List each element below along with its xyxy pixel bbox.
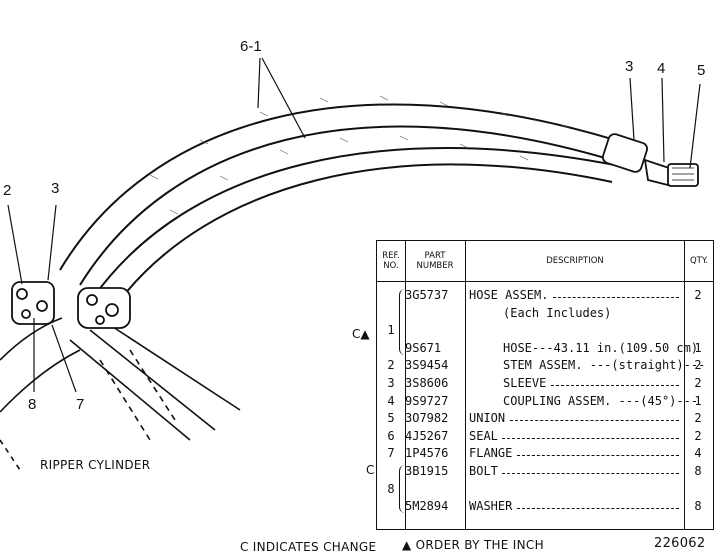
table-row: 8	[377, 481, 713, 498]
table-row: 3G5737 HOSE ASSEM. 2	[377, 287, 713, 304]
header-ref-line2: NO.	[383, 261, 399, 271]
qty-cell: 8	[694, 464, 702, 478]
part-number-cell: 9S9727	[405, 393, 449, 408]
header-desc-text: DESCRIPTION	[546, 256, 604, 266]
header-rule	[377, 281, 713, 282]
description-cell: WASHER	[469, 499, 513, 514]
callout-3-left: 3	[51, 180, 60, 197]
callout-8-left: 8	[28, 396, 37, 413]
description-cell: BOLT	[469, 464, 498, 478]
header-ref-no: REF. NO.	[377, 241, 405, 281]
hose-lines	[59, 103, 616, 301]
ripper-cylinder-drawing	[0, 317, 241, 471]
dot-leader	[502, 463, 679, 474]
drawing-number: 226062	[654, 536, 706, 551]
header-qty-text: QTY.	[689, 256, 709, 266]
description-cell: STEM ASSEM. ---(straight)---	[503, 358, 706, 373]
callout-7-left: 7	[76, 396, 85, 413]
ref-number-cell: 6	[387, 428, 395, 443]
ref-number-cell: 8	[387, 481, 395, 496]
qty-cell: 2	[694, 358, 702, 373]
right-fittings	[602, 133, 699, 188]
dot-leader	[502, 428, 679, 439]
part-number-cell: 5M2894	[405, 499, 449, 514]
part-number-cell: 3O7982	[405, 411, 449, 426]
change-order-marker: C▲	[352, 327, 370, 341]
ref-number-cell: 7	[387, 446, 395, 461]
part-number-cell: 3B1915	[405, 464, 449, 478]
callout-2-left: 2	[3, 182, 12, 199]
header-description: DESCRIPTION	[465, 241, 685, 281]
legend-order: ▲ ORDER BY THE INCH	[402, 538, 544, 552]
ref-number-cell: 5	[387, 411, 395, 426]
dot-leader	[516, 445, 679, 457]
qty-cell: 2	[694, 428, 702, 443]
ref-number-cell: 1	[387, 323, 395, 338]
qty-cell: 4	[694, 446, 702, 461]
ref-number-cell: 2	[387, 358, 395, 373]
description-cell: FLANGE	[469, 446, 513, 461]
part-number-cell: 3S8606	[405, 376, 449, 390]
qty-cell: 8	[694, 499, 702, 514]
ref-number-cell: 4	[387, 393, 395, 408]
part-number-cell: 4J5267	[405, 428, 449, 443]
hose-texture	[149, 95, 569, 215]
callout-leaders	[7, 57, 701, 393]
callout-4-top: 4	[657, 60, 666, 77]
description-cell: UNION	[469, 411, 506, 426]
col-divider-ref	[405, 241, 406, 529]
parts-list-table: REF. NO. PART NUMBER DESCRIPTION QTY. 3G…	[376, 240, 714, 530]
callout-6-1: 6-1	[240, 38, 262, 55]
table-row: 6 4J5267 SEAL 2	[377, 428, 713, 445]
qty-cell: 1	[694, 340, 702, 355]
dot-leader	[509, 410, 679, 422]
left-flanges	[11, 281, 131, 329]
header-part-line1: PART	[424, 251, 446, 261]
part-number-cell: 1P4576	[405, 446, 449, 461]
callout-5-top: 5	[697, 62, 706, 79]
table-row: (Each Includes)	[377, 305, 713, 322]
col-divider-part	[465, 241, 466, 529]
dot-leader	[553, 287, 679, 298]
group-bracket	[399, 289, 405, 355]
table-row: 4 9S9727 COUPLING ASSEM. ---(45°)---1	[377, 393, 713, 410]
description-cell: (Each Includes)	[503, 305, 612, 320]
part-number-cell: 9S671	[405, 340, 442, 355]
header-part-line2: NUMBER	[416, 261, 454, 271]
dot-leader	[550, 375, 679, 386]
legend-change: C INDICATES CHANGE	[240, 540, 377, 554]
description-cell: HOSE---43.11 in.(109.50 cm)	[503, 340, 699, 355]
change-marker: C	[366, 463, 375, 477]
qty-cell: 2	[694, 376, 702, 390]
col-divider-qty	[684, 241, 685, 529]
callout-3-top: 3	[625, 58, 634, 75]
ref-number-cell: 3	[387, 376, 395, 390]
ripper-cylinder-label: RIPPER CYLINDER	[40, 458, 151, 472]
table-row: 5 3O7982 UNION 2	[377, 410, 713, 427]
description-cell: SLEEVE	[503, 376, 547, 390]
table-row: 3B1915 BOLT 8	[377, 463, 713, 480]
description-cell: SEAL	[469, 428, 498, 443]
qty-cell: 2	[694, 288, 702, 302]
part-number-cell: 3G5737	[405, 288, 449, 302]
dot-leader	[516, 498, 679, 510]
description-cell: HOSE ASSEM.	[469, 288, 549, 302]
part-number-cell: 3S9454	[405, 358, 449, 373]
header-ref-line1: REF.	[382, 251, 400, 261]
table-row: 3 3S8606 SLEEVE 2	[377, 375, 713, 392]
qty-cell: 1	[694, 393, 702, 408]
description-cell: COUPLING ASSEM. ---(45°)---	[503, 393, 699, 408]
group-bracket	[399, 465, 405, 514]
table-row: 5M2894 WASHER 8	[377, 498, 713, 515]
table-row: 7 1P4576 FLANGE 4	[377, 445, 713, 462]
table-row: 1	[377, 322, 713, 339]
qty-cell: 2	[694, 411, 702, 426]
header-part-number: PART NUMBER	[405, 241, 465, 281]
header-qty: QTY.	[685, 241, 713, 281]
table-row: 9S671 HOSE---43.11 in.(109.50 cm)1	[377, 340, 713, 357]
